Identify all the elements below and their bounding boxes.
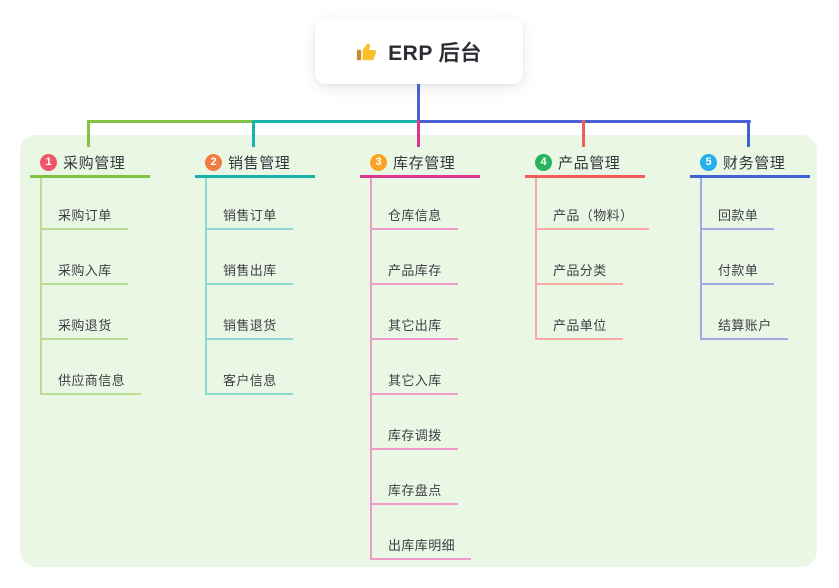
- branch-label: 销售管理: [228, 154, 291, 172]
- child-node-label: 客户信息: [223, 373, 277, 389]
- branch-header[interactable]: 2 销售管理: [195, 149, 315, 178]
- child-node-label: 供应商信息: [58, 373, 126, 389]
- child-node[interactable]: 销售订单: [205, 204, 293, 230]
- branch-number-badge: 3: [370, 153, 387, 171]
- child-node-label: 销售订单: [223, 208, 277, 224]
- child-node-label: 采购入库: [58, 263, 112, 279]
- child-node[interactable]: 采购入库: [40, 259, 128, 285]
- child-node-label: 付款单: [718, 263, 759, 279]
- branch-number-badge: 2: [205, 153, 222, 171]
- thumbs-up-icon: [356, 41, 378, 63]
- branch-header[interactable]: 4 产品管理: [525, 149, 645, 178]
- root-label: ERP 后台: [388, 41, 482, 65]
- branch-label: 产品管理: [558, 154, 621, 172]
- root-connector-line: [417, 84, 420, 122]
- child-node-label: 产品（物料）: [553, 208, 634, 224]
- root-node[interactable]: ERP 后台: [315, 19, 523, 84]
- child-node[interactable]: 采购退货: [40, 314, 128, 340]
- child-node-label: 销售出库: [223, 263, 277, 279]
- child-node[interactable]: 仓库信息: [370, 204, 458, 230]
- branches-panel: [20, 135, 817, 567]
- bus-segment-left: [87, 120, 253, 123]
- children-connector-line: [370, 178, 372, 560]
- branch-connector-drop: [252, 120, 255, 147]
- bus-segment-middle: [253, 120, 418, 123]
- child-node-label: 产品库存: [388, 263, 442, 279]
- child-node[interactable]: 销售出库: [205, 259, 293, 285]
- child-node-label: 采购订单: [58, 208, 112, 224]
- children-connector-line: [535, 178, 537, 340]
- child-node-label: 其它入库: [388, 373, 442, 389]
- child-node-label: 出库库明细: [388, 538, 456, 554]
- child-node[interactable]: 产品单位: [535, 314, 623, 340]
- children-connector-line: [700, 178, 702, 340]
- branch-number-badge: 5: [700, 153, 717, 171]
- branch-number-badge: 1: [40, 153, 57, 171]
- child-node[interactable]: 产品分类: [535, 259, 623, 285]
- child-node-label: 销售退货: [223, 318, 277, 334]
- child-node[interactable]: 销售退货: [205, 314, 293, 340]
- child-node[interactable]: 其它入库: [370, 369, 458, 395]
- child-node[interactable]: 付款单: [700, 259, 775, 285]
- child-node-label: 库存盘点: [388, 483, 442, 499]
- child-node[interactable]: 出库库明细: [370, 534, 472, 560]
- branch-header[interactable]: 5 财务管理: [690, 149, 810, 178]
- child-node-label: 产品分类: [553, 263, 607, 279]
- child-node[interactable]: 采购订单: [40, 204, 128, 230]
- child-node-label: 其它出库: [388, 318, 442, 334]
- child-node-label: 采购退货: [58, 318, 112, 334]
- child-node[interactable]: 客户信息: [205, 369, 293, 395]
- child-node[interactable]: 产品库存: [370, 259, 458, 285]
- child-node-label: 结算账户: [718, 318, 772, 334]
- branch-label: 采购管理: [63, 154, 126, 172]
- branch-header[interactable]: 1 采购管理: [30, 149, 150, 178]
- child-node[interactable]: 库存调拨: [370, 424, 458, 450]
- branch-number-badge: 4: [535, 153, 552, 171]
- children-connector-line: [205, 178, 207, 395]
- branch-label: 财务管理: [723, 154, 786, 172]
- branch-label: 库存管理: [393, 154, 456, 172]
- child-node[interactable]: 供应商信息: [40, 369, 142, 395]
- child-node[interactable]: 结算账户: [700, 314, 788, 340]
- child-node-label: 库存调拨: [388, 428, 442, 444]
- child-node-label: 仓库信息: [388, 208, 442, 224]
- child-node-label: 产品单位: [553, 318, 607, 334]
- child-node[interactable]: 回款单: [700, 204, 775, 230]
- branch-connector-drop: [747, 120, 750, 147]
- children-connector-line: [40, 178, 42, 395]
- branch-connector-drop: [87, 120, 90, 147]
- child-node[interactable]: 产品（物料）: [535, 204, 650, 230]
- child-node-label: 回款单: [718, 208, 759, 224]
- child-node[interactable]: 库存盘点: [370, 479, 458, 505]
- branch-connector-drop: [417, 120, 420, 147]
- branch-connector-drop: [582, 120, 585, 147]
- child-node[interactable]: 其它出库: [370, 314, 458, 340]
- branch-header[interactable]: 3 库存管理: [360, 149, 480, 178]
